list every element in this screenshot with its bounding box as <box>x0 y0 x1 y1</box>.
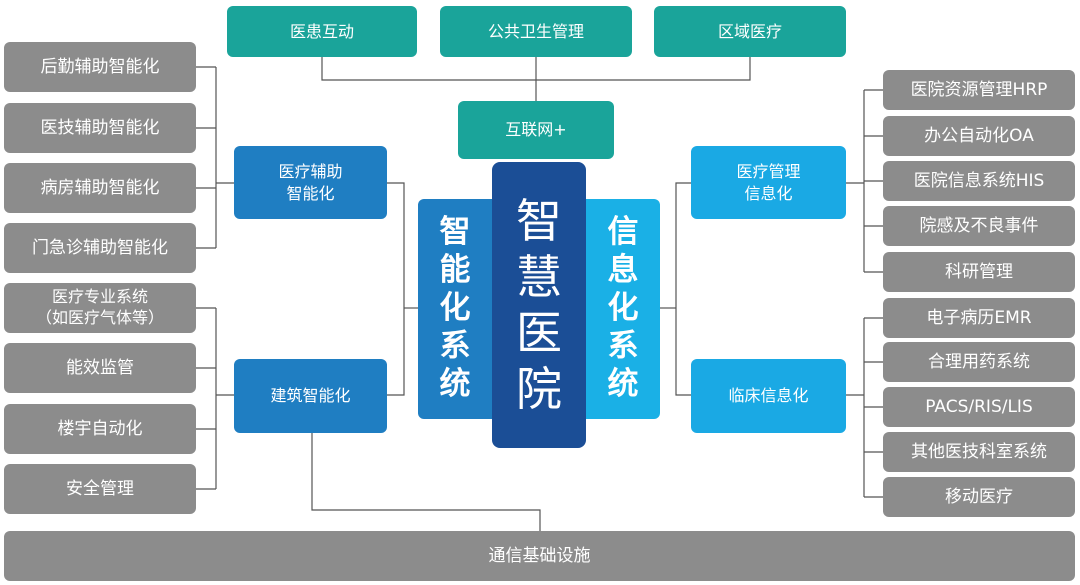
left-item-energy: 能效监管 <box>4 343 196 393</box>
medical-assist-intelligent-box: 医疗辅助 智能化 <box>234 146 387 219</box>
infrastructure-bar: 通信基础设施 <box>4 531 1075 581</box>
medical-management-info-label: 医疗管理 信息化 <box>736 161 801 203</box>
left-item-medical-gas: 医疗专业系统 （如医疗气体等） <box>4 283 196 333</box>
medical-assist-intelligent-label: 医疗辅助 智能化 <box>278 161 343 203</box>
left-pillar-label: 智能化系统 <box>439 214 471 402</box>
center-title-box: 智慧医院 <box>492 162 586 448</box>
left-item-outpatient: 门急诊辅助智能化 <box>4 223 196 273</box>
left-item-medical-gas-label: 医疗专业系统 （如医疗气体等） <box>35 287 164 327</box>
right-item-research: 科研管理 <box>883 252 1075 292</box>
medical-management-info-box: 医疗管理 信息化 <box>691 146 846 219</box>
top-box-doctor-patient: 医患互动 <box>227 6 417 57</box>
top-box-public-health: 公共卫生管理 <box>440 6 632 57</box>
clinical-info-label: 临床信息化 <box>728 386 809 406</box>
clinical-info-box: 临床信息化 <box>691 359 846 433</box>
left-item-medtech: 医技辅助智能化 <box>4 103 196 153</box>
right-item-hrp: 医院资源管理HRP <box>883 70 1075 110</box>
right-item-pacs: PACS/RIS/LIS <box>883 387 1075 427</box>
right-item-mobile: 移动医疗 <box>883 477 1075 517</box>
building-intelligent-box: 建筑智能化 <box>234 359 387 433</box>
left-item-building-auto: 楼宇自动化 <box>4 404 196 454</box>
left-item-security: 安全管理 <box>4 464 196 514</box>
right-pillar-box: 信息化系统 <box>586 199 660 419</box>
right-item-other-dept: 其他医技科室系统 <box>883 432 1075 472</box>
right-item-infection: 院感及不良事件 <box>883 206 1075 246</box>
left-item-logistics: 后勤辅助智能化 <box>4 42 196 92</box>
right-item-his: 医院信息系统HIS <box>883 161 1075 201</box>
internet-plus-box: 互联网+ <box>458 101 614 159</box>
right-item-oa: 办公自动化OA <box>883 116 1075 156</box>
right-pillar-label: 信息化系统 <box>607 214 639 402</box>
right-item-emr: 电子病历EMR <box>883 298 1075 338</box>
center-title: 智慧医院 <box>516 193 562 417</box>
top-box-regional-medical: 区域医疗 <box>654 6 846 57</box>
left-pillar-box: 智能化系统 <box>418 199 492 419</box>
right-item-drug: 合理用药系统 <box>883 342 1075 382</box>
building-intelligent-label: 建筑智能化 <box>270 386 351 406</box>
left-item-ward: 病房辅助智能化 <box>4 163 196 213</box>
